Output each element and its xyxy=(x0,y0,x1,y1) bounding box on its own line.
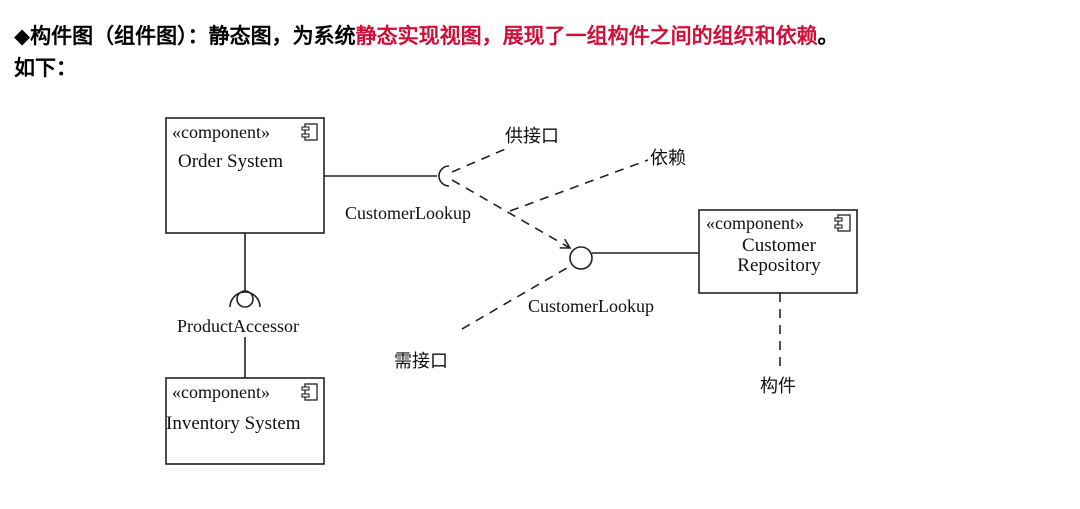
annotation-component: 构件 xyxy=(760,376,796,397)
component-stereotype: «component» xyxy=(172,382,270,402)
component-inventory-system: «component» Inventory System xyxy=(165,377,325,465)
interface-label: CustomerLookup xyxy=(345,203,471,223)
lollipop-icon xyxy=(569,246,593,270)
required-interface-customer-lookup: CustomerLookup xyxy=(324,165,471,223)
component-customer-repository: «component» Customer Repository xyxy=(698,209,858,294)
component-stereotype: «component» xyxy=(172,122,270,142)
slide-heading-line2: 如下： xyxy=(14,56,77,80)
component-name-line-1: Customer xyxy=(742,235,817,256)
component-icon xyxy=(301,383,318,401)
leader-dependency xyxy=(509,159,649,212)
ball-icon xyxy=(236,290,254,308)
socket-icon xyxy=(438,165,450,187)
heading-prefix: 构件图（组件图）：静态图，为系统 xyxy=(30,24,356,48)
component-name: Inventory System xyxy=(166,413,301,434)
component-stereotype: «component» xyxy=(706,213,804,233)
assembly-connector-product-accessor: ProductAccessor xyxy=(177,233,299,378)
component-name: Order System xyxy=(178,151,283,172)
component-box xyxy=(165,117,325,234)
component-box xyxy=(698,209,858,294)
leader-provided-interface xyxy=(451,146,511,173)
annotation-required-interface: 需接口 xyxy=(394,351,448,372)
component-icon xyxy=(834,214,851,232)
slide-heading: ◆构件图（组件图）：静态图，为系统静态实现视图，展现了一组构件之间的组织和依赖。 xyxy=(14,20,839,52)
component-name-line-2: Repository xyxy=(737,255,821,276)
bullet-diamond-icon: ◆ xyxy=(14,24,31,48)
heading-suffix: 。 xyxy=(817,24,839,48)
dependency-arrow xyxy=(451,179,572,249)
component-box xyxy=(165,377,325,465)
provided-interface-customer-lookup: CustomerLookup xyxy=(528,246,699,316)
interface-label: ProductAccessor xyxy=(177,316,299,336)
component-icon xyxy=(301,123,318,141)
heading-highlight: 静态实现视图，展现了一组构件之间的组织和依赖 xyxy=(355,24,818,48)
leader-required-interface xyxy=(461,264,573,330)
socket-icon xyxy=(229,291,261,308)
annotation-dependency: 依赖 xyxy=(650,148,686,169)
interface-label: CustomerLookup xyxy=(528,296,654,316)
annotation-provided-interface: 供接口 xyxy=(505,126,559,147)
component-order-system: «component» Order System xyxy=(165,117,325,234)
